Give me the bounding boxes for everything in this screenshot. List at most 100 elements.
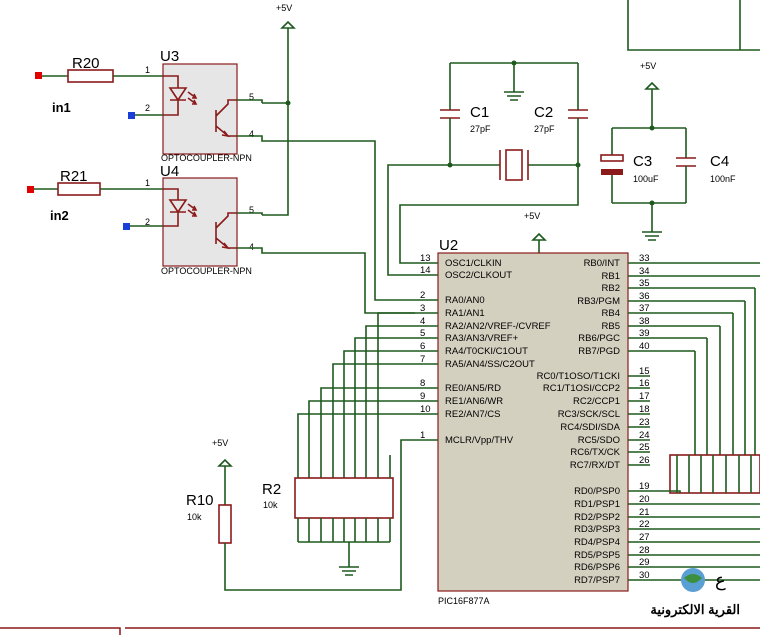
pin-number: 16 [639,378,650,389]
pin-name: RC3/SCK/SCL [558,409,620,420]
pin-number: 19 [639,481,650,492]
pin-number: 10 [420,404,431,415]
pin-number: 2 [145,103,150,113]
pin-name: RD1/PSP1 [574,499,620,510]
oscillator-section: C1 27pF C2 27pF [387,60,588,276]
input-terminal-gnd2[interactable] [123,223,130,230]
led-icon [163,188,188,227]
c2-capacitor [568,109,588,119]
vcc-label-2: +5V [640,61,656,71]
pin-number: 14 [420,265,431,276]
pin-name: RA2/AN2/VREF-/CVREF [445,321,551,332]
pin-name: RD2/PSP2 [574,512,620,523]
pin-number: 30 [639,570,650,581]
c1-value: 27pF [470,124,491,134]
pin-name: RD0/PSP0 [574,486,620,497]
pin-name: RB7/PGD [578,346,620,357]
pin-number: 29 [639,557,650,568]
r20-resistor: R20 in1 [35,55,163,115]
pin-name: RE0/AN5/RD [445,383,501,394]
input-terminal-in2[interactable] [27,186,34,193]
pin-number: 8 [420,378,425,389]
pin-name: RC1/T1OSI/CCP2 [543,383,620,394]
crystal-icon [499,150,529,180]
ground-icon [504,63,524,101]
pin-name: RC0/T1OSO/T1CKI [537,371,620,382]
pin-number: 34 [639,266,650,277]
pin-number: 9 [420,391,425,402]
c1-ref: C1 [470,104,489,121]
pin-number: 13 [420,253,431,264]
r21-ref: R21 [60,168,88,185]
pin-number: 37 [639,303,650,314]
input-terminal-in1[interactable] [35,72,42,79]
pin-name: RB6/PGC [578,333,620,344]
u2-ref: U2 [439,237,458,254]
r10-value: 10k [187,512,202,522]
r20-ref: R20 [72,55,100,72]
pin-name: RA5/AN4/SS/C2OUT [445,359,535,370]
pin-number: 21 [639,507,650,518]
ground-icon [611,166,687,241]
pin-number: 1 [145,178,150,188]
pin-name: RA1/AN1 [445,308,485,319]
pin-number: 23 [639,417,650,428]
pin-number: 6 [420,341,425,352]
pin-number: 20 [639,494,650,505]
r2-value: 10k [263,500,278,510]
u4-part: OPTOCOUPLER-NPN [161,266,252,276]
pin-name: RC7/RX/DT [570,460,620,471]
pin-number: 17 [639,391,650,402]
u4-optocoupler: U4 1 2 5 4 OPTOCOUPLER-NPN [123,163,415,314]
pin-number: 22 [639,519,650,530]
pin-number: 36 [639,291,650,302]
bottom-border [0,627,760,635]
pin-name: RE1/AN6/WR [445,396,503,407]
pin-name: RE2/AN7/CS [445,409,500,420]
pin-number: 1 [420,430,425,441]
c3-value: 100uF [633,174,659,184]
pin-number: 33 [639,253,650,264]
pin-number: 2 [420,290,425,301]
pin-name: MCLR/Vpp/THV [445,435,514,446]
pin-name: RD7/PSP7 [574,575,620,586]
pin-name: RD5/PSP5 [574,550,620,561]
pin-name: RB4 [602,308,620,319]
svg-text:ع: ع [715,570,726,591]
pin-number: 2 [145,217,150,227]
in1-label: in1 [52,100,71,115]
pin-name: RD3/PSP3 [574,524,620,535]
input-terminal-gnd1[interactable] [128,112,135,119]
u3-optocoupler: U3 1 2 5 4 OPTOCOUPLER-NPN [128,48,415,301]
c4-ref: C4 [710,153,729,170]
vcc-label-3: +5V [524,211,540,221]
pin-name: RD4/PSP4 [574,537,620,548]
vcc-terminal-opto: +5V [262,3,296,216]
pin-number: 15 [639,366,650,377]
pin-number: 18 [639,404,650,415]
pin-number: 38 [639,316,650,327]
pin-name: RB5 [602,321,620,332]
c2-ref: C2 [534,104,553,121]
u2-part: PIC16F877A [438,596,490,606]
pin-name: RD6/PSP6 [574,562,620,573]
u3-ref: U3 [160,48,179,65]
pin-number: 4 [420,316,425,327]
r10-ref: R10 [186,492,214,509]
pin-number: 1 [145,65,150,75]
pin-number: 3 [420,303,425,314]
pin-number: 39 [639,328,650,339]
pin-name: RC4/SDI/SDA [560,422,620,433]
port-b-wiring [650,262,760,455]
pin-name: OSC2/CLKOUT [445,270,512,281]
port-a-wiring [297,312,415,478]
r2-resistor-pack: R2 10k [262,455,394,576]
c4-value: 100nF [710,174,736,184]
pin-number: 25 [639,442,650,453]
vcc-label: +5V [276,3,292,13]
pin-name: RA4/T0CKI/C1OUT [445,346,528,357]
rb-resistor-pack [669,454,760,494]
pin-number: 7 [420,354,425,365]
pin-name: RB3/PGM [577,296,620,307]
